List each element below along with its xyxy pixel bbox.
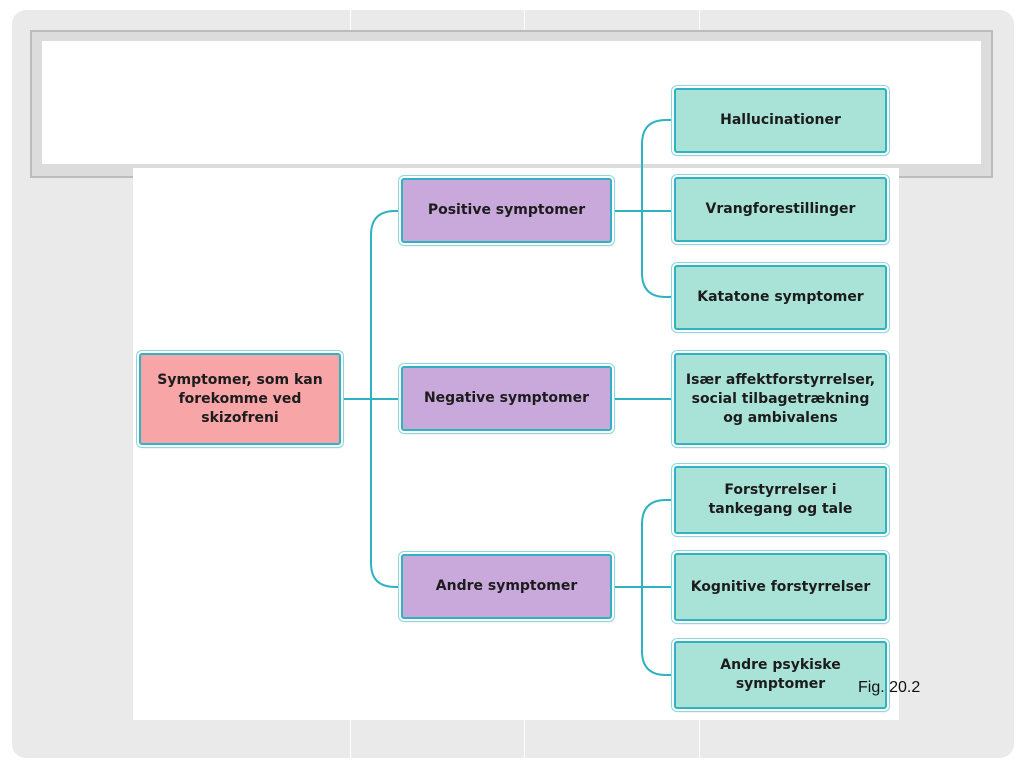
connector-positive-child-1: [641, 119, 674, 211]
leaf-node-affektforstyrrelser: Især affektforstyrrelser, social tilbage…: [674, 353, 887, 445]
leaf-node-kognitive: Kognitive forstyrrelser: [674, 553, 887, 621]
connector-andre-child-1: [641, 499, 674, 587]
leaf-node-andre-psykiske: Andre psykiske symptomer: [674, 641, 887, 709]
leaf-node-katatone: Katatone symptomer: [674, 265, 887, 330]
root-node: Symptomer, som kan forekomme ved skizofr…: [139, 353, 341, 445]
branch-node-andre: Andre symptomer: [401, 554, 612, 619]
figure-caption: Fig. 20.2: [858, 679, 921, 696]
connector-root-andre: [370, 399, 401, 588]
branch-node-negative: Negative symptomer: [401, 366, 612, 431]
leaf-node-tankegang: Forstyrrelser i tankegang og tale: [674, 466, 887, 534]
leaf-node-vrangforestillinger: Vrangforestillinger: [674, 177, 887, 242]
branch-node-positive: Positive symptomer: [401, 178, 612, 243]
connector-root-positive: [370, 210, 401, 399]
connector-andre-child-3: [641, 587, 674, 676]
leaf-node-hallucinationer: Hallucinationer: [674, 88, 887, 153]
connector-positive-child-3: [641, 211, 674, 298]
